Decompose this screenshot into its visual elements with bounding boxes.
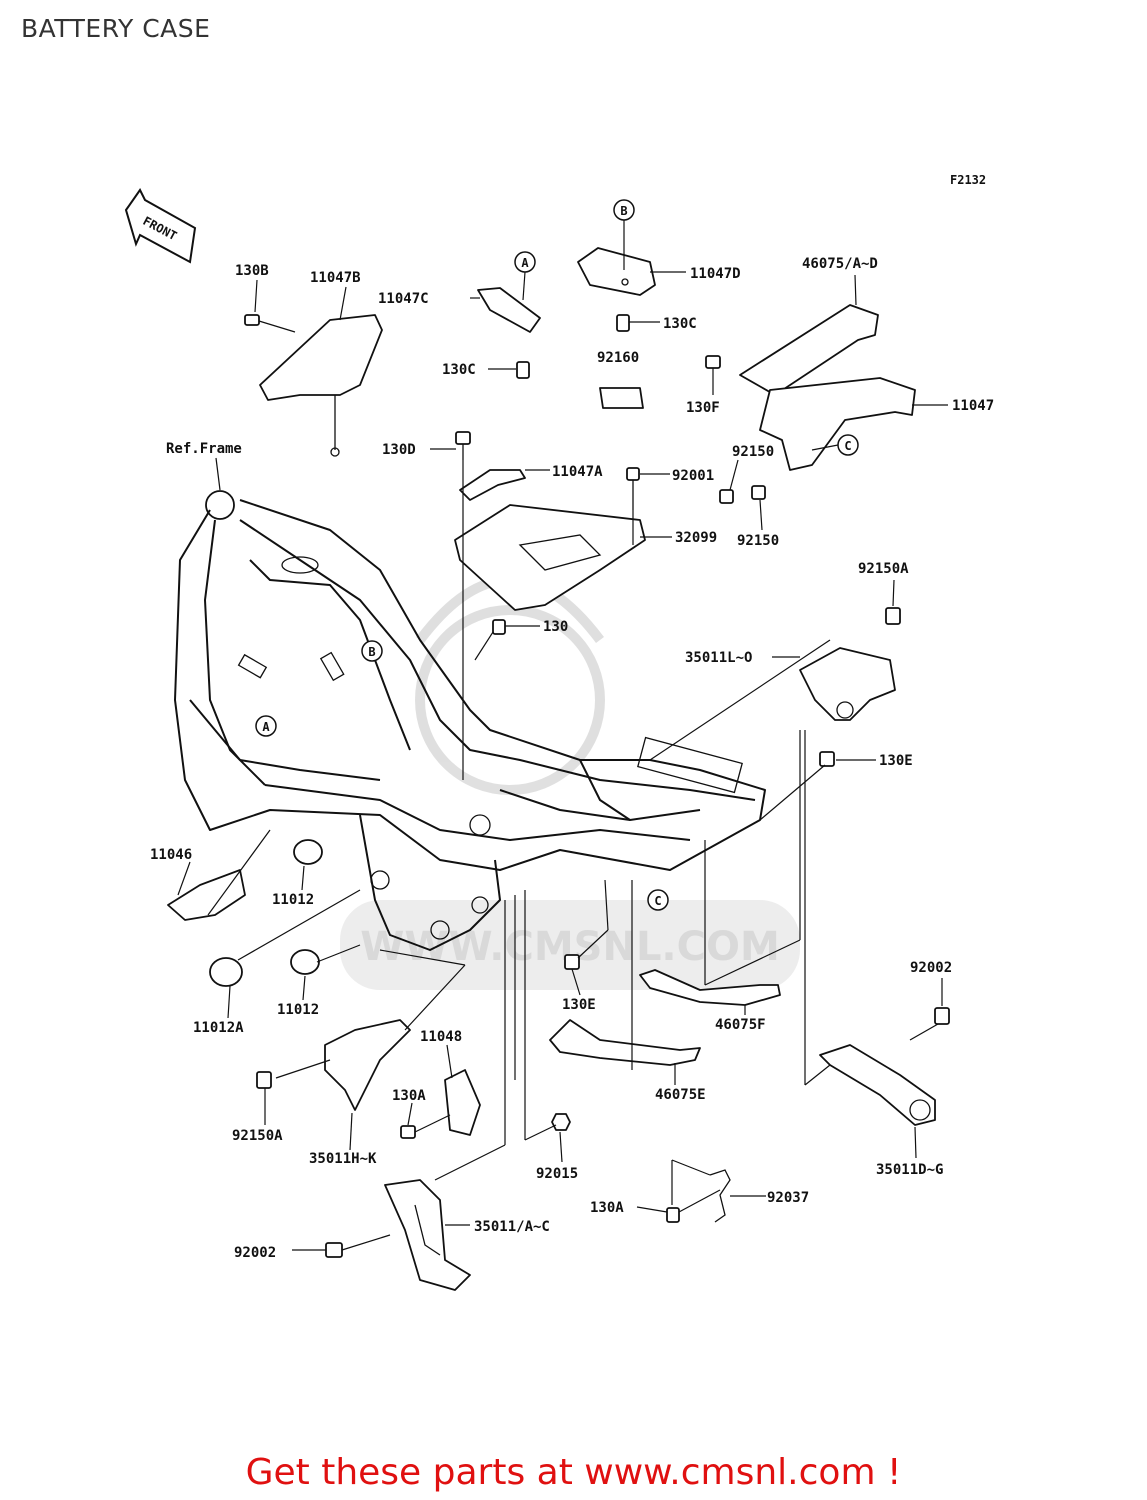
- callout-c-frame: C: [647, 889, 669, 911]
- label-46075-a-d: 46075/A~D: [802, 256, 878, 272]
- part-bar-46075e: [549, 1019, 701, 1066]
- label-130: 130: [543, 619, 568, 635]
- part-bar-46075f: [639, 969, 781, 1006]
- label-92037: 92037: [767, 1190, 809, 1206]
- parts-diagram-svg: WWW.CMSNL.COM F2132 FRONT A B: [124, 173, 994, 1291]
- part-bolt-92002-left: [325, 1242, 343, 1258]
- label-92150-top: 92150: [732, 444, 774, 460]
- label-11046: 11046: [150, 847, 192, 863]
- part-bracket-11047c: [477, 287, 541, 333]
- get-parts-link[interactable]: Get these parts at www.cmsnl.com !: [245, 1452, 902, 1493]
- callout-b-top: B: [613, 199, 635, 221]
- label-11047b: 11047B: [310, 270, 361, 286]
- label-130d: 130D: [382, 442, 416, 458]
- label-130a-left: 130A: [392, 1088, 426, 1104]
- part-bracket-11047: [759, 377, 916, 471]
- svg-text:C: C: [844, 439, 851, 453]
- label-ref-frame: Ref.Frame: [166, 441, 242, 457]
- part-clip-92037: [709, 1169, 731, 1223]
- label-11012a: 11012A: [193, 1020, 244, 1036]
- part-bolt-130a-right: [666, 1207, 680, 1223]
- part-bolt-130c-left: [516, 361, 530, 379]
- part-cap-11012-bottom: [290, 949, 320, 975]
- part-bolt-92002-right: [934, 1007, 950, 1025]
- part-bolt-92150a-bottom: [256, 1071, 272, 1089]
- front-arrow-icon: FRONT: [124, 188, 197, 264]
- label-92150a-bottom: 92150A: [232, 1128, 283, 1144]
- part-bolt-130f: [705, 355, 721, 369]
- label-92160: 92160: [597, 350, 639, 366]
- label-46075e: 46075E: [655, 1087, 706, 1103]
- motorcycle-frame: [174, 490, 766, 951]
- part-footrest-35011h-k: [324, 1019, 411, 1111]
- part-bolt-92150a-top: [885, 607, 901, 625]
- label-11047: 11047: [952, 398, 994, 414]
- part-bracket-11047b: [259, 314, 383, 457]
- label-35011l-o: 35011L~O: [685, 650, 752, 666]
- part-cap-11012-top: [293, 839, 323, 865]
- callout-a-top: A: [514, 251, 536, 273]
- label-130e-right: 130E: [879, 753, 913, 769]
- watermark-logo: WWW.CMSNL.COM: [340, 575, 800, 990]
- svg-text:A: A: [521, 256, 529, 270]
- part-battery-case-32099: [454, 504, 646, 611]
- label-130c-left: 130C: [442, 362, 476, 378]
- label-92150a-top: 92150A: [858, 561, 909, 577]
- callout-c-top: C: [837, 434, 859, 456]
- part-bolt-130: [492, 619, 506, 635]
- part-cap-11012a: [209, 957, 243, 987]
- part-nut-92015: [551, 1113, 571, 1131]
- label-11012-top: 11012: [272, 892, 314, 908]
- label-11048: 11048: [420, 1029, 462, 1045]
- part-footrest-35011l-o: [799, 647, 896, 721]
- label-35011-a-c: 35011/A~C: [474, 1219, 550, 1235]
- page-title: BATTERY CASE: [21, 14, 211, 43]
- label-130c-right: 130C: [663, 316, 697, 332]
- label-32099: 32099: [675, 530, 717, 546]
- svg-text:C: C: [654, 894, 661, 908]
- label-130b: 130B: [235, 263, 269, 279]
- figure-code: F2132: [950, 173, 986, 187]
- part-bolt-130b: [244, 314, 296, 333]
- part-bracket-11047d: [577, 247, 656, 296]
- part-plate-92160: [599, 387, 644, 409]
- label-92150-bottom: 92150: [737, 533, 779, 549]
- part-footrest-35011d-g: [819, 1044, 936, 1126]
- part-cover-11046: [167, 869, 246, 921]
- part-labels: 130B 11047B 11047C 130C 11047D 130C 4607…: [150, 256, 994, 1261]
- label-92015: 92015: [536, 1166, 578, 1182]
- callout-b-frame: B: [361, 640, 383, 662]
- label-11047c: 11047C: [378, 291, 429, 307]
- label-11012-bottom: 11012: [277, 1002, 319, 1018]
- label-92002-right: 92002: [910, 960, 952, 976]
- label-130e-mid: 130E: [562, 997, 596, 1013]
- part-bolt-130a-left: [400, 1125, 416, 1139]
- label-35011d-g: 35011D~G: [876, 1162, 943, 1178]
- label-11047d: 11047D: [690, 266, 741, 282]
- label-35011h-k: 35011H~K: [309, 1151, 377, 1167]
- part-bolt-130e-right: [819, 751, 835, 767]
- part-bracket-35011a-c: [384, 1179, 471, 1291]
- part-bolt-130c-right: [616, 314, 630, 332]
- label-92002-left: 92002: [234, 1245, 276, 1261]
- part-bolt-130e-mid: [564, 954, 580, 970]
- callout-a-frame: A: [255, 715, 277, 737]
- part-bolt-92001: [626, 467, 640, 510]
- label-130a-right: 130A: [590, 1200, 624, 1216]
- part-bolts-92150: [719, 485, 766, 504]
- label-46075f: 46075F: [715, 1017, 766, 1033]
- label-130f: 130F: [686, 400, 720, 416]
- part-bolt-130d: [455, 431, 471, 460]
- label-11047a: 11047A: [552, 464, 603, 480]
- svg-text:B: B: [368, 645, 375, 659]
- svg-text:B: B: [620, 204, 627, 218]
- label-92001: 92001: [672, 468, 714, 484]
- part-bracket-11048: [444, 1069, 481, 1136]
- leader-lines: [177, 220, 948, 1251]
- svg-text:A: A: [262, 720, 270, 734]
- part-bracket-11047a: [459, 469, 526, 501]
